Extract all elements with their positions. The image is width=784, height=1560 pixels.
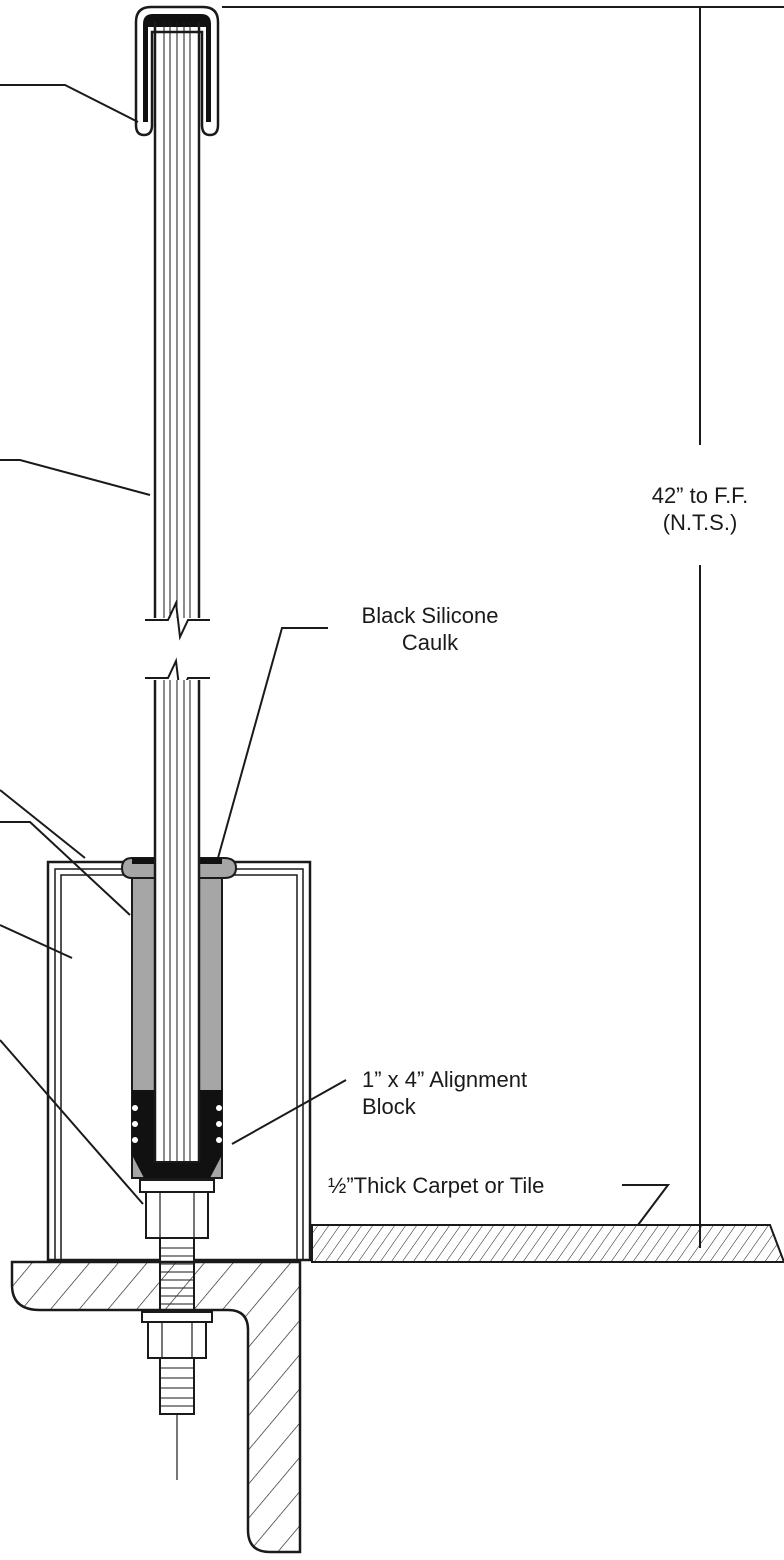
carpet-tile-label: ½”Thick Carpet or Tile [328,1173,545,1198]
upper-post [153,22,201,618]
lower-nut [141,1311,213,1480]
height-dimension-label-line1: 42” to F.F. [651,483,749,508]
height-dimension-label: 42” to F.F. (N.T.S.) [600,482,784,536]
alignment-block-label-line2: Block [362,1094,416,1119]
break-line-lower [145,657,210,699]
caulk-label: Black Silicone Caulk [330,602,530,656]
caulk-label-line2: Caulk [401,630,459,655]
concrete-slab [10,1260,302,1554]
leader-lines [0,84,670,1226]
lower-post [153,680,201,1163]
alignment-block-label-line1: 1” x 4” Alignment [362,1067,528,1092]
floor-finish [311,1224,784,1263]
height-dimension-label-line2: (N.T.S.) [662,510,738,535]
rail-cap [134,5,220,137]
caulk-label-line1: Black Silicone [361,603,499,628]
height-dimension-line [222,6,784,1248]
break-line-upper [145,599,210,641]
alignment-block-label: 1” x 4” Alignment Block [362,1066,527,1120]
